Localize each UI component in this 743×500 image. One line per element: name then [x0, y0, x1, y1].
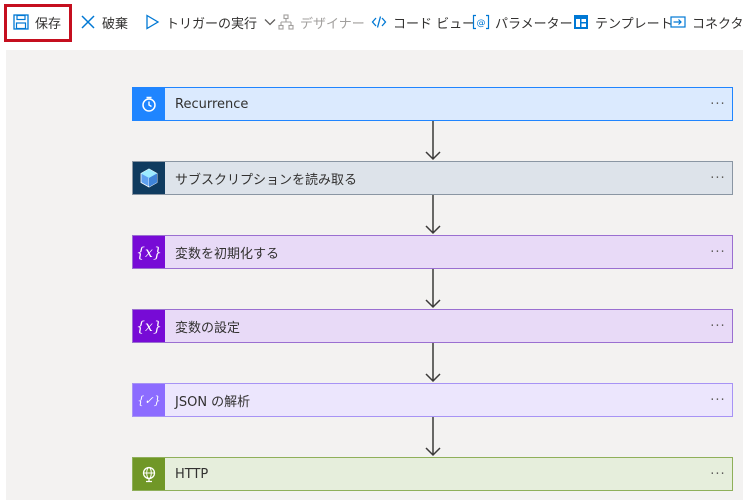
more-options-button[interactable]: ···	[710, 318, 726, 334]
step-card-set-variable[interactable]: {x} 変数の設定 ···	[132, 309, 733, 343]
variable-icon: {x}	[133, 310, 165, 342]
designer-toolbar: 保存 破棄 トリガーの実行 デザイナー コード ビュー @ パラメーター	[0, 0, 743, 44]
cube-icon	[133, 162, 165, 194]
connector-icon	[669, 13, 687, 31]
designer-canvas	[6, 50, 743, 500]
step-card-recurrence[interactable]: Recurrence ···	[132, 87, 733, 121]
connector-arrow	[425, 417, 441, 457]
step-title: サブスクリプションを読み取る	[175, 172, 358, 188]
step-card-read-subscription[interactable]: サブスクリプションを読み取る ···	[132, 161, 733, 195]
step-title: 変数を初期化する	[175, 246, 280, 262]
more-options-button[interactable]: ···	[710, 466, 726, 482]
run-trigger-button[interactable]: トリガーの実行	[143, 0, 279, 44]
templates-button[interactable]: テンプレート	[572, 0, 673, 44]
step-title: HTTP	[175, 466, 209, 482]
save-icon	[12, 13, 30, 31]
parameters-button[interactable]: @ パラメーター	[472, 0, 573, 44]
designer-button[interactable]: デザイナー	[277, 0, 365, 44]
globe-icon	[133, 458, 165, 490]
play-icon	[143, 13, 161, 31]
connector-arrow	[425, 195, 441, 235]
close-icon	[79, 13, 97, 31]
parameters-icon: @	[472, 13, 490, 31]
step-title: Recurrence	[175, 96, 249, 112]
discard-label: 破棄	[102, 16, 129, 32]
template-icon	[572, 13, 590, 31]
svg-text:{x}: {x}	[136, 245, 162, 261]
step-title: 変数の設定	[175, 320, 241, 336]
templates-label: テンプレート	[595, 16, 673, 32]
code-view-button[interactable]: コード ビュー	[370, 0, 475, 44]
connectors-button[interactable]: コネクタ	[669, 0, 743, 44]
chevron-down-icon	[261, 13, 279, 31]
more-options-button[interactable]: ···	[710, 392, 726, 408]
run-trigger-label: トリガーの実行	[166, 16, 258, 32]
json-variable-icon: {✓}	[133, 384, 165, 416]
svg-text:{x}: {x}	[136, 319, 162, 335]
connector-arrow	[425, 269, 441, 309]
variable-icon: {x}	[133, 236, 165, 268]
step-card-initialize-variable[interactable]: {x} 変数を初期化する ···	[132, 235, 733, 269]
hierarchy-icon	[277, 13, 295, 31]
clock-icon	[133, 88, 165, 120]
connectors-label: コネクタ	[692, 16, 743, 32]
svg-text:{✓}: {✓}	[138, 394, 160, 407]
code-icon	[370, 13, 388, 31]
more-options-button[interactable]: ···	[710, 96, 726, 112]
step-title: JSON の解析	[175, 394, 251, 410]
step-card-parse-json[interactable]: {✓} JSON の解析 ···	[132, 383, 733, 417]
save-label: 保存	[35, 16, 62, 32]
save-highlight-box	[4, 4, 72, 42]
svg-text:@: @	[477, 19, 486, 29]
save-button[interactable]: 保存	[12, 0, 61, 44]
designer-label: デザイナー	[300, 16, 365, 32]
discard-button[interactable]: 破棄	[79, 0, 128, 44]
parameters-label: パラメーター	[495, 16, 573, 32]
step-card-http[interactable]: HTTP ···	[132, 457, 733, 491]
more-options-button[interactable]: ···	[710, 244, 726, 260]
connector-arrow	[425, 343, 441, 383]
connector-arrow	[425, 121, 441, 161]
code-view-label: コード ビュー	[393, 16, 476, 32]
more-options-button[interactable]: ···	[710, 170, 726, 186]
